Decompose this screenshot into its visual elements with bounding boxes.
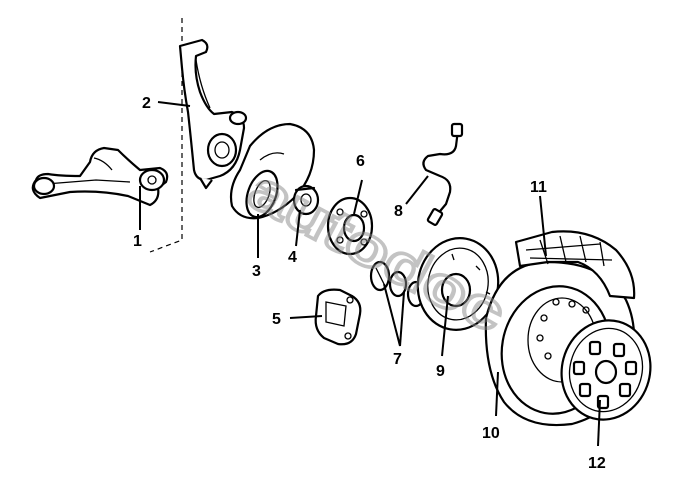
leader-lines	[139, 101, 601, 447]
alignment-line	[149, 18, 183, 253]
callout-8: 8	[394, 203, 403, 220]
wheel-bearing	[292, 184, 320, 216]
callout-2: 2	[142, 95, 151, 112]
callout-4: 4	[288, 249, 297, 266]
brake-hose	[422, 122, 464, 226]
callout-10: 10	[482, 425, 500, 442]
callout-11: 11	[530, 179, 547, 196]
callout-5: 5	[272, 311, 281, 328]
callout-9: 9	[436, 363, 445, 380]
callout-12: 12	[588, 455, 606, 472]
wheel-cover	[560, 319, 652, 421]
steering-knuckle	[178, 38, 248, 190]
brake-caliper	[314, 288, 362, 346]
callout-3: 3	[252, 263, 261, 280]
callout-labels: 1 2 3 4 5 6 7 8 9 10 11 12	[133, 95, 606, 472]
brake-disc	[416, 237, 500, 331]
callout-6: 6	[356, 153, 365, 170]
callout-1: 1	[133, 233, 142, 250]
callout-7: 7	[393, 351, 402, 368]
control-arm	[31, 146, 169, 207]
wheel-hub	[326, 196, 374, 256]
bearing-ring	[245, 169, 279, 219]
